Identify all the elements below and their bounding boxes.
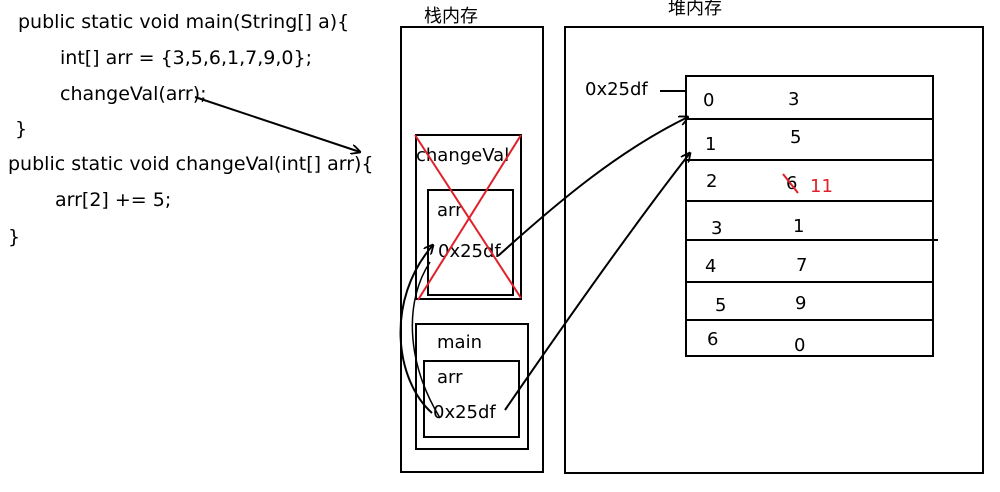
- main-arr-slot: [423, 360, 520, 438]
- reference-copy-arrow: [399, 245, 433, 414]
- code-array-update: arr[2] += 5;: [55, 189, 172, 211]
- code-main-signature: public static void main(String[] a){: [18, 11, 350, 33]
- main-frame-name: main: [437, 332, 482, 353]
- array-value-6: 0: [794, 335, 806, 356]
- array-index-0: 0: [703, 90, 715, 111]
- code-changeval-signature: public static void changeVal(int[] arr){: [8, 153, 374, 175]
- heap-memory-box: [564, 26, 984, 474]
- code-main-close: }: [15, 118, 28, 140]
- main-arr-address: 0x25df: [433, 402, 496, 423]
- code-change-call: changeVal(arr);: [60, 83, 207, 105]
- reference-copy-arrow-stroke: [411, 261, 441, 419]
- frame-popped-cross-a: [414, 134, 522, 299]
- array-index-4: 4: [705, 256, 717, 277]
- array-value-5: 9: [795, 293, 807, 314]
- heap-memory-title: 堆内存: [668, 0, 722, 19]
- array-value-4: 7: [796, 255, 808, 276]
- code-array-declaration: int[] arr = {3,5,6,1,7,9,0};: [60, 47, 313, 69]
- old-value-strike: [782, 173, 799, 194]
- array-value-2-new: 11: [810, 176, 833, 197]
- changeval-frame: [415, 134, 522, 300]
- array-index-1: 1: [705, 134, 717, 155]
- changeval-arr-label: arr: [437, 200, 463, 221]
- main-arr-label: arr: [437, 367, 463, 388]
- array-index-5: 5: [715, 295, 727, 316]
- main-frame: [415, 323, 529, 450]
- changeval-arr-address: 0x25df: [438, 241, 501, 262]
- frame-popped-cross-b: [417, 134, 522, 301]
- stack-memory-title: 栈内存: [424, 6, 478, 27]
- heap-array-address: 0x25df: [585, 79, 648, 100]
- changeval-reference-arrow: [497, 117, 688, 257]
- array-index-3: 3: [711, 218, 723, 239]
- array-index-2: 2: [706, 171, 718, 192]
- main-reference-arrow: [504, 153, 690, 411]
- heap-array-table: [685, 75, 934, 357]
- code-changeval-close: }: [8, 226, 21, 248]
- call-arrow: [194, 96, 360, 152]
- array-value-1: 5: [790, 127, 802, 148]
- array-value-3: 1: [793, 216, 805, 237]
- changeval-frame-name: changeVal: [416, 145, 510, 166]
- stack-memory-box: [400, 26, 544, 473]
- array-index-6: 6: [707, 329, 719, 350]
- array-value-0: 3: [788, 89, 800, 110]
